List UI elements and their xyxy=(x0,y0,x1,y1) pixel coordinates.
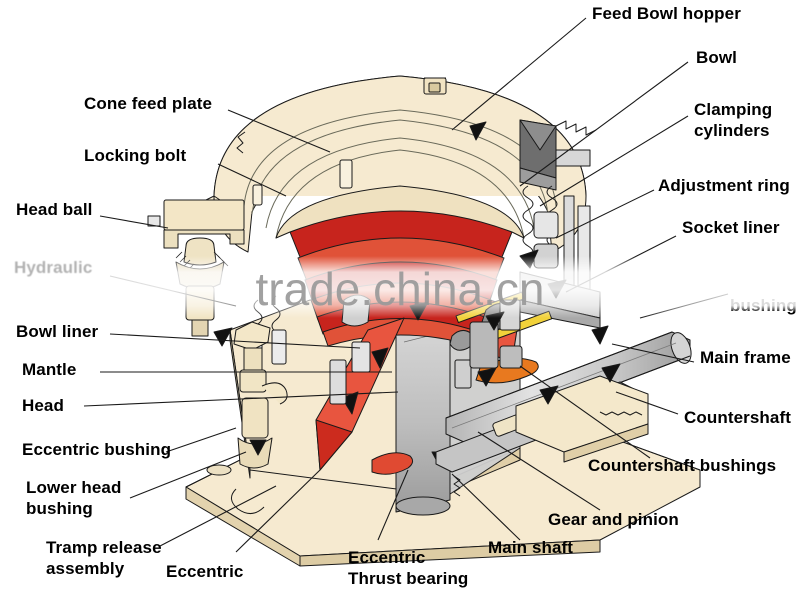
label-upper-bushing: bushing xyxy=(730,296,797,315)
label-main-frame: Main frame xyxy=(700,348,791,367)
label-countershaft-bushings: Countershaft bushings xyxy=(588,456,777,475)
label-socket-liner: Socket liner xyxy=(682,218,780,237)
label-head-ball: Head ball xyxy=(16,200,93,219)
label-eccentric-thrust-bearing: Eccentric Thrust bearing xyxy=(348,548,469,588)
label-clamping-cylinders: Clamping cylinders xyxy=(694,100,773,140)
label-feed-bowl-hopper: Feed Bowl hopper xyxy=(592,4,741,23)
label-hydraulic: Hydraulic xyxy=(14,258,93,277)
label-mantle: Mantle xyxy=(22,360,77,379)
label-head: Head xyxy=(22,396,64,415)
label-main-shaft: Main shaft xyxy=(488,538,574,557)
machine-body xyxy=(83,17,729,567)
label-locking-bolt: Locking bolt xyxy=(84,146,187,165)
main-shaft xyxy=(395,314,451,516)
label-eccentric-bushing: Eccentric bushing xyxy=(22,440,172,459)
feed-bowl-hopper xyxy=(205,75,587,253)
label-eccentric: Eccentric xyxy=(166,562,244,581)
label-lower-head-bushing: Lower head bushing xyxy=(26,478,122,518)
label-adjustment-ring: Adjustment ring xyxy=(658,176,790,195)
label-countershaft: Countershaft xyxy=(684,408,791,427)
label-bowl-liner: Bowl liner xyxy=(16,322,99,341)
label-tramp-release-assembly: Tramp release assembly xyxy=(46,538,162,578)
label-bowl: Bowl xyxy=(696,48,738,67)
label-gear-and-pinion: Gear and pinion xyxy=(548,510,679,529)
label-cone-feed-plate: Cone feed plate xyxy=(84,94,213,113)
countershaft-assembly xyxy=(213,291,692,497)
